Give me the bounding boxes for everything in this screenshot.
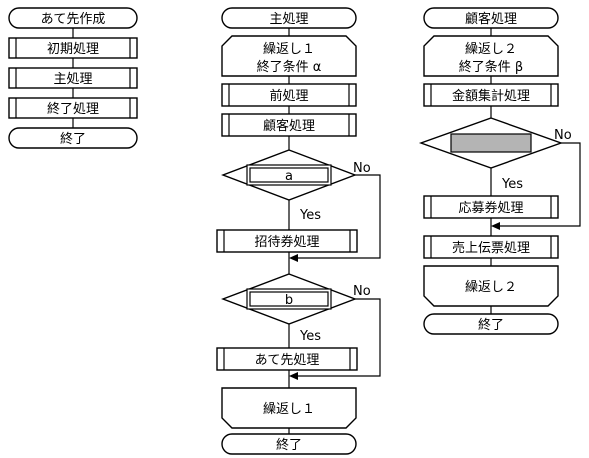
- decision-b: b: [221, 273, 357, 325]
- process-sales: 売上伝票処理: [423, 235, 559, 259]
- process-address-label: あて先処理: [255, 353, 320, 368]
- process-address: あて先処理: [216, 347, 358, 371]
- terminal-end-customer-label: 終了: [478, 317, 504, 333]
- terminal-end-main: 終了: [221, 433, 357, 455]
- loop-end-customer-label: 繰返し２: [465, 280, 517, 295]
- decision-b-label: b: [285, 293, 293, 308]
- process-invite: 招待券処理: [216, 229, 358, 253]
- decision-b-no-path: [297, 298, 381, 377]
- process-sum-label: 金額集計処理: [452, 88, 530, 104]
- decision-b-merge-arrow: [289, 372, 298, 380]
- loop-end-customer: 繰返し２: [423, 265, 559, 307]
- decision-a-merge-arrow: [289, 254, 298, 262]
- flow-left: あて先作成 初期処理 主処理 終了処理 終了: [8, 7, 138, 149]
- loop-begin-customer-line1: 繰返し２: [465, 42, 517, 57]
- terminal-start-left: あて先作成: [8, 7, 138, 29]
- decision-a: a: [221, 149, 357, 201]
- terminal-end-left-label: 終了: [60, 131, 86, 147]
- terminal-start-main: 主処理: [221, 7, 357, 29]
- process-sum: 金額集計処理: [423, 83, 559, 107]
- loop-begin-customer: 繰返し２ 終了条件 β: [423, 35, 559, 77]
- decision-customer-yes-label: Yes: [501, 177, 523, 192]
- terminal-end-left: 終了: [8, 127, 138, 149]
- process-finish: 終了処理: [8, 97, 138, 119]
- flow-customer: 顧客処理 繰返し２ 終了条件 β 金額集計処理 No Yes: [418, 7, 581, 335]
- terminal-start-left-label: あて先作成: [41, 12, 106, 27]
- loop-begin-main-line2: 終了条件 α: [257, 59, 322, 75]
- process-sales-label: 売上伝票処理: [452, 240, 530, 256]
- terminal-start-customer: 顧客処理: [423, 7, 559, 29]
- process-apply-label: 応募券処理: [458, 200, 523, 216]
- loop-begin-main-line1: 繰返し１: [263, 42, 315, 57]
- decision-a-yes-label: Yes: [299, 208, 321, 223]
- decision-a-label: a: [285, 169, 293, 184]
- terminal-end-customer: 終了: [423, 313, 559, 335]
- loop-begin-customer-line2: 終了条件 β: [459, 59, 523, 75]
- process-finish-label: 終了処理: [47, 101, 99, 117]
- terminal-end-main-label: 終了: [276, 437, 302, 453]
- decision-customer-merge-arrow: [491, 222, 500, 230]
- process-init-label: 初期処理: [47, 42, 99, 57]
- decision-customer-shaded-box: [450, 133, 532, 153]
- process-pre-label: 前処理: [269, 88, 308, 104]
- process-apply: 応募券処理: [423, 195, 559, 219]
- process-customer-call: 顧客処理: [221, 113, 357, 137]
- flow-main: 主処理 繰返し１ 終了条件 α 前処理 顧客処理 a: [216, 7, 381, 455]
- process-main-call-label: 主処理: [53, 72, 92, 87]
- terminal-start-customer-label: 顧客処理: [465, 11, 517, 27]
- loop-end-main: 繰返し１: [221, 387, 357, 429]
- decision-a-no-path: [297, 174, 381, 259]
- decision-customer-no-label: No: [554, 128, 572, 143]
- decision-b-yes-label: Yes: [299, 329, 321, 344]
- process-invite-label: 招待券処理: [254, 234, 319, 250]
- decision-a-no-label: No: [353, 161, 371, 176]
- loop-end-main-label: 繰返し１: [263, 402, 315, 417]
- terminal-start-main-label: 主処理: [269, 12, 308, 27]
- decision-customer: [418, 117, 564, 169]
- loop-begin-main: 繰返し１ 終了条件 α: [221, 35, 357, 77]
- process-init: 初期処理: [8, 37, 138, 59]
- process-main-call: 主処理: [8, 67, 138, 89]
- decision-b-no-label: No: [353, 284, 371, 299]
- decision-customer-no-path: [499, 142, 581, 227]
- process-pre: 前処理: [221, 83, 357, 107]
- process-customer-call-label: 顧客処理: [263, 118, 315, 134]
